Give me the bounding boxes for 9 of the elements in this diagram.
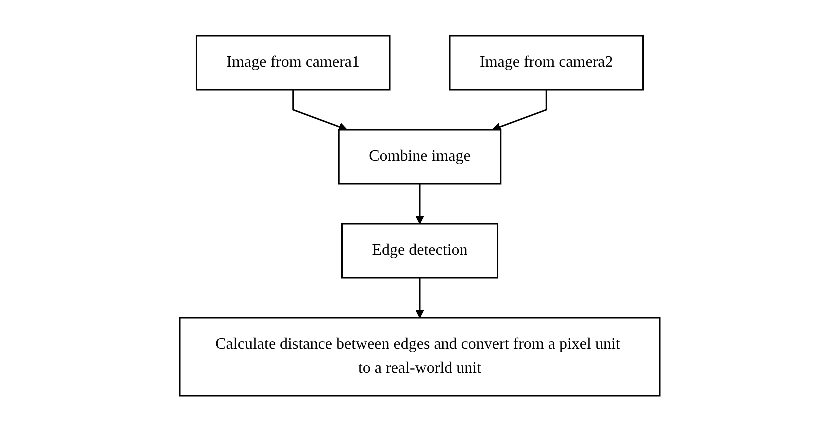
node-box: Edge detection: [341, 223, 498, 279]
arrow: [415, 184, 424, 224]
node-box: Calculate distance between edges and convert from a pixel unit to a real-world unit: [178, 317, 660, 397]
arrow: [292, 90, 348, 132]
node-box: Image from camera2: [448, 35, 644, 91]
arrow: [492, 90, 547, 132]
node-box: Combine image: [338, 129, 502, 185]
node-box: Image from camera1: [195, 35, 390, 91]
arrow: [415, 278, 424, 318]
